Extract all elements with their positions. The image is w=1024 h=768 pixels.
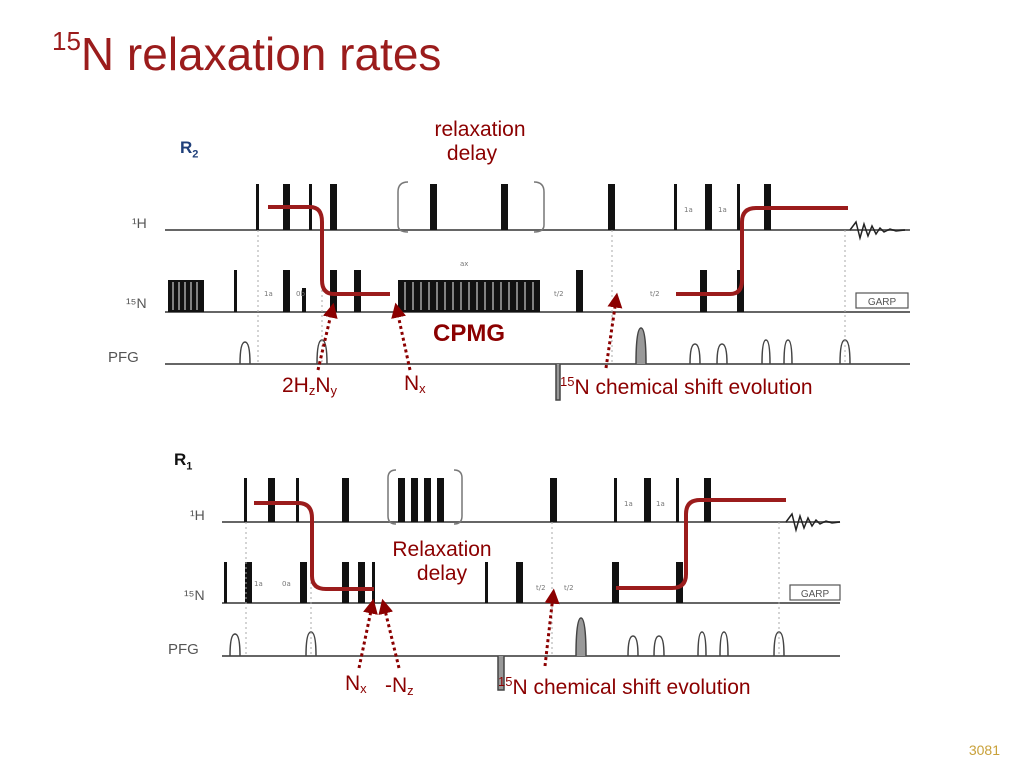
- svg-text:1a: 1a: [718, 206, 727, 214]
- svg-text:t/2: t/2: [564, 584, 574, 592]
- r2-hzny-arrow: [316, 302, 338, 371]
- svg-text:t/2: t/2: [650, 290, 660, 298]
- r1-nz-arrow: [378, 598, 401, 669]
- svg-text:t/2: t/2: [554, 290, 564, 298]
- r2-nx-arrow: [391, 302, 412, 371]
- r1-nx-arrow: [357, 598, 378, 669]
- r1-n-pulses: [224, 562, 683, 603]
- svg-text:t/2: t/2: [536, 584, 546, 592]
- svg-text:1a: 1a: [684, 206, 693, 214]
- r1-magnetization-path-right: [616, 498, 786, 590]
- r2-magnetization-path-right: [676, 206, 848, 296]
- r2-chemical-shift-label: 15N chemical shift evolution: [560, 374, 813, 399]
- r2-garp-label: GARP: [868, 297, 897, 308]
- r1-pfg-channel-label: PFG: [168, 641, 199, 658]
- svg-text:0a: 0a: [282, 580, 291, 588]
- r1-chemical-shift-label: 15N chemical shift evolution: [498, 674, 751, 699]
- r1-h-pulses: [244, 478, 711, 522]
- svg-text:0b: 0b: [296, 290, 305, 298]
- r1-fid: [785, 512, 841, 533]
- r2-nx-label: Nx: [404, 372, 426, 396]
- r1-garp-label: GARP: [801, 589, 830, 600]
- title-text: N relaxation rates: [80, 28, 442, 80]
- svg-text:1a: 1a: [624, 500, 633, 508]
- r2-magnetization-path-left: [268, 205, 390, 296]
- r2-n-channel-label: ¹⁵N: [126, 295, 147, 311]
- title-superscript: 15: [52, 26, 81, 56]
- svg-text:ax: ax: [460, 260, 468, 268]
- svg-text:1a: 1a: [656, 500, 665, 508]
- r2-label: R2: [180, 138, 199, 161]
- r1-gradients: [229, 617, 785, 691]
- r2-shift-arrow: [604, 292, 623, 369]
- r2-h-pulses: [256, 184, 771, 230]
- svg-text:1a: 1a: [264, 290, 273, 298]
- r2-garp-box: [855, 292, 909, 309]
- r2-hzny-label: 2HzNy: [282, 374, 338, 398]
- r1-pulse-sequence: ¹H ¹⁵N PFG: [168, 469, 841, 691]
- r1-nz-label: -Nz: [385, 674, 414, 698]
- r1-h-channel-label: ¹H: [190, 507, 205, 523]
- r2-gradients: [239, 327, 851, 401]
- r1-relaxation-delay-label: Relaxation delay: [392, 538, 492, 585]
- r1-label: R1: [174, 450, 193, 473]
- r2-pfg-channel-label: PFG: [108, 349, 139, 366]
- r2-relaxation-delay-label: relaxation delay: [434, 118, 526, 165]
- slide-title: 15N relaxation rates: [52, 28, 441, 77]
- r2-cpmg-label: CPMG: [433, 320, 505, 347]
- r1-garp-box: [789, 584, 841, 601]
- page-number: 3081: [968, 742, 1000, 758]
- r2-pulse-sequence: ¹H ¹⁵N PFG: [108, 181, 910, 401]
- r2-h-channel-label: ¹H: [132, 215, 147, 231]
- r2-fid: [849, 220, 906, 241]
- r1-magnetization-path-left: [254, 501, 374, 591]
- r1-n-channel-label: ¹⁵N: [184, 587, 205, 603]
- r1-nx-label: Nx: [345, 672, 367, 696]
- svg-text:1a: 1a: [254, 580, 263, 588]
